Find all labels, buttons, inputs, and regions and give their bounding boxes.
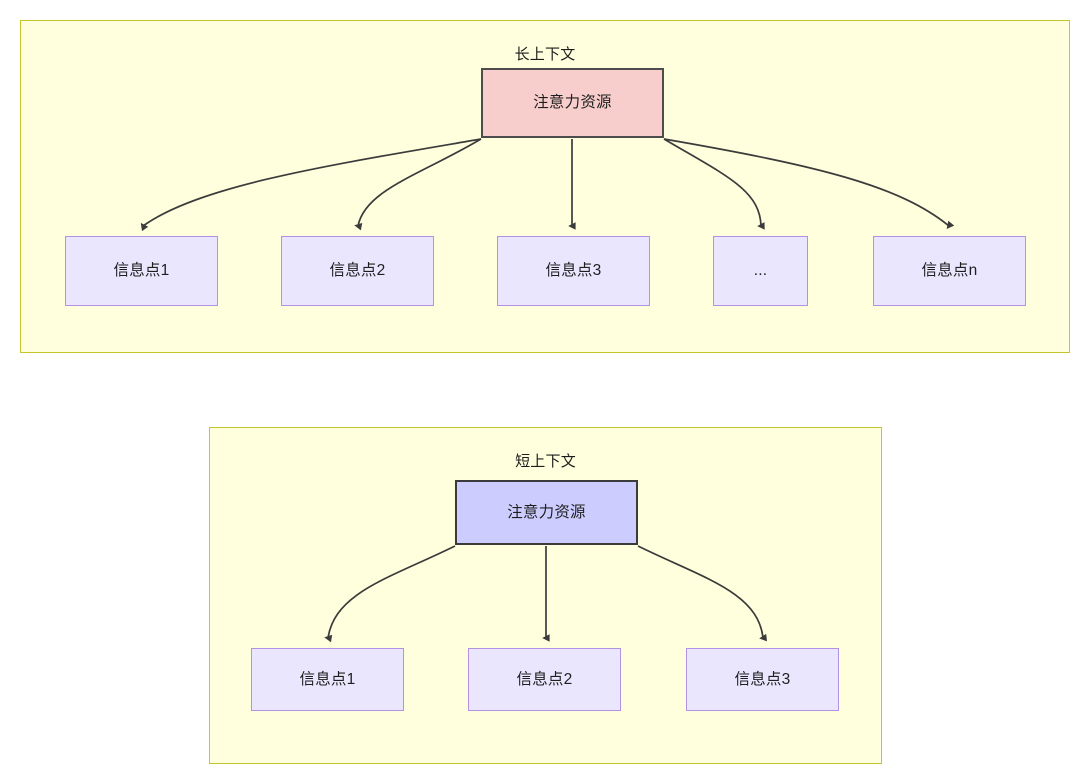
short-attention-resource-label: 注意力资源 [507,503,586,521]
short-info-node-1[interactable]: 信息点1 [251,648,404,711]
edge-short-root-to-info3 [637,545,767,642]
long-attention-resource-node[interactable]: 注意力资源 [481,68,664,138]
long-info-node-3-label: 信息点3 [545,262,602,280]
edge-root-to-infon [663,138,955,229]
long-info-node-ellipsis[interactable]: ... [713,236,808,306]
long-context-edges [140,138,955,232]
long-info-node-n[interactable]: 信息点n [873,236,1026,306]
short-info-node-3-label: 信息点3 [734,670,791,688]
short-info-node-2[interactable]: 信息点2 [468,648,621,711]
short-info-node-2-label: 信息点2 [516,670,573,688]
short-context-edges [324,545,767,643]
long-info-node-3[interactable]: 信息点3 [497,236,650,306]
long-attention-resource-label: 注意力资源 [533,94,612,112]
long-info-node-1[interactable]: 信息点1 [65,236,218,306]
short-info-node-3[interactable]: 信息点3 [686,648,839,711]
edge-root-to-info2 [354,138,482,231]
long-info-node-2-label: 信息点2 [329,262,386,280]
short-attention-resource-node[interactable]: 注意力资源 [455,480,638,545]
long-info-node-1-label: 信息点1 [113,262,170,280]
long-info-node-2[interactable]: 信息点2 [281,236,434,306]
edge-root-to-info1 [140,138,482,232]
short-context-title: 短上下文 [515,453,576,470]
long-info-node-ellipsis-label: ... [753,262,768,280]
long-info-node-n-label: 信息点n [921,262,978,280]
edge-root-to-ellipsis [663,138,765,230]
short-info-node-1-label: 信息点1 [299,670,356,688]
edge-short-root-to-info1 [324,545,456,643]
long-context-title: 长上下文 [514,46,576,63]
